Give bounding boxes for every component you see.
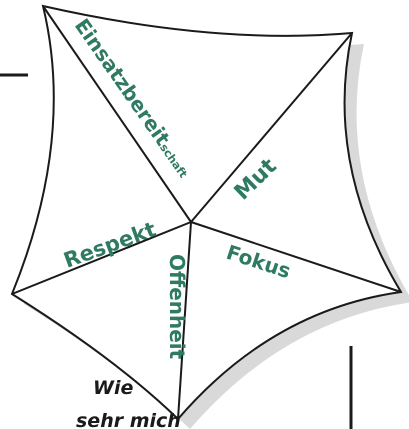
caption-line-2: sehr mich xyxy=(76,410,181,429)
sail-outline xyxy=(12,6,401,419)
caption-line-1: Wie xyxy=(93,377,133,399)
label-offenheit: Offenheit xyxy=(165,254,189,360)
